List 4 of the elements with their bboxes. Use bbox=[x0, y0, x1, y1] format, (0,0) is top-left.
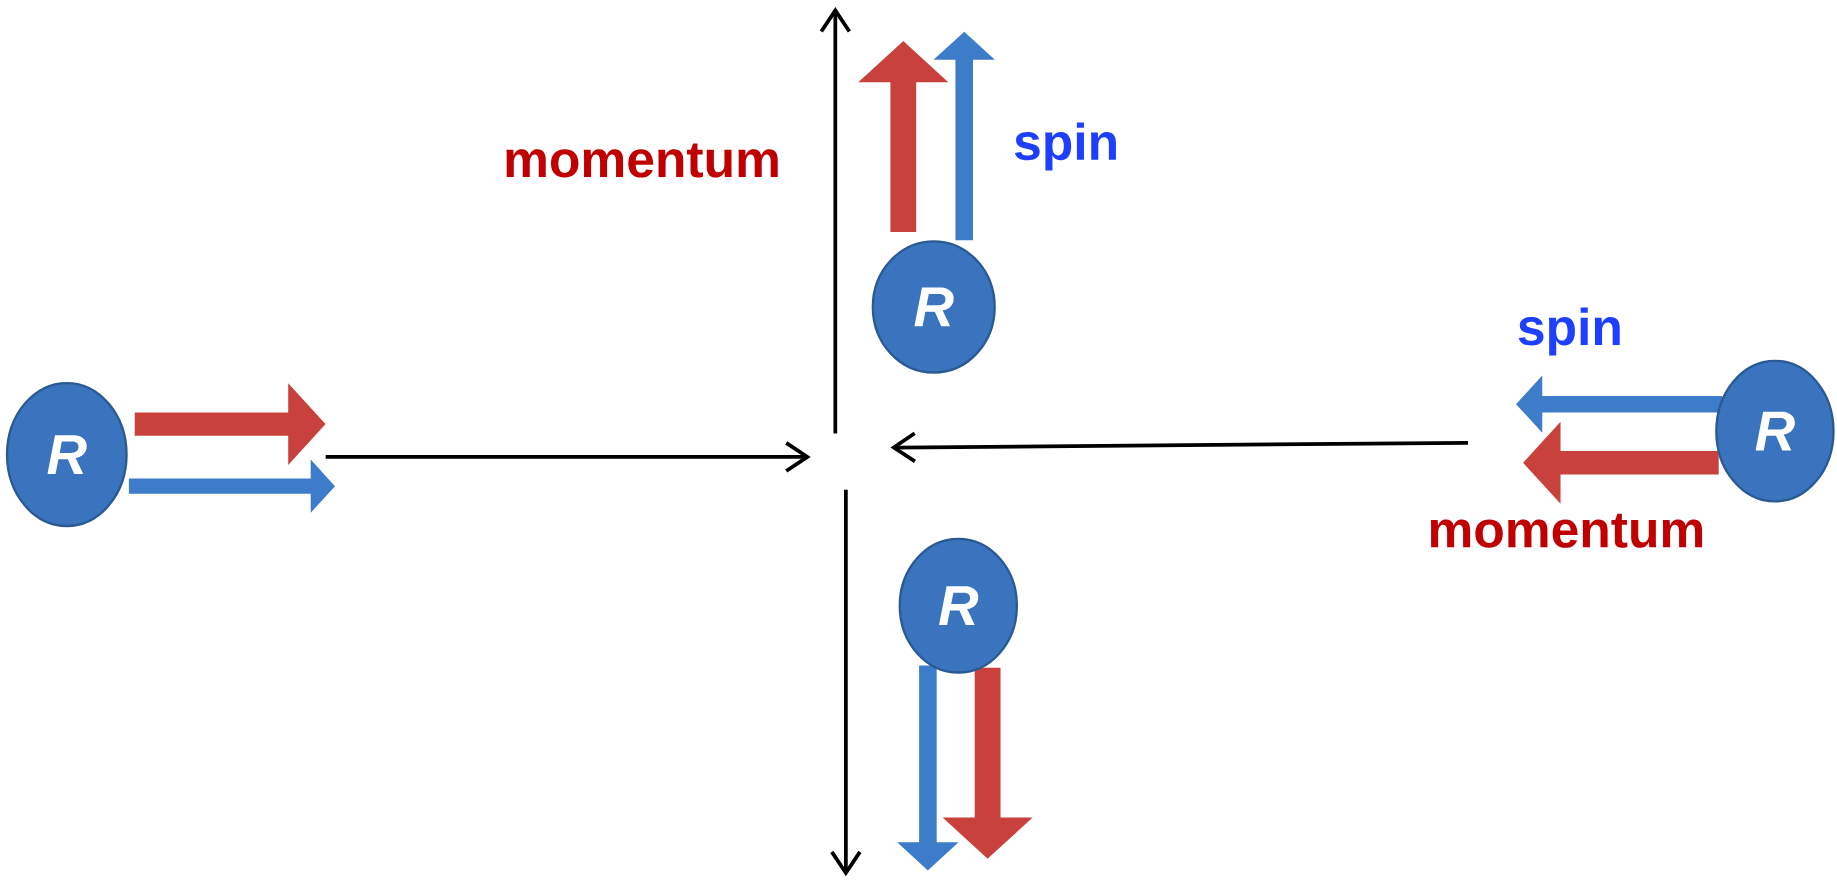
axis-label: spin bbox=[1014, 122, 1116, 171]
axis-label: spin bbox=[1518, 307, 1620, 356]
axis-label: momentum bbox=[506, 143, 778, 178]
axis-label: momentum bbox=[1430, 513, 1703, 548]
